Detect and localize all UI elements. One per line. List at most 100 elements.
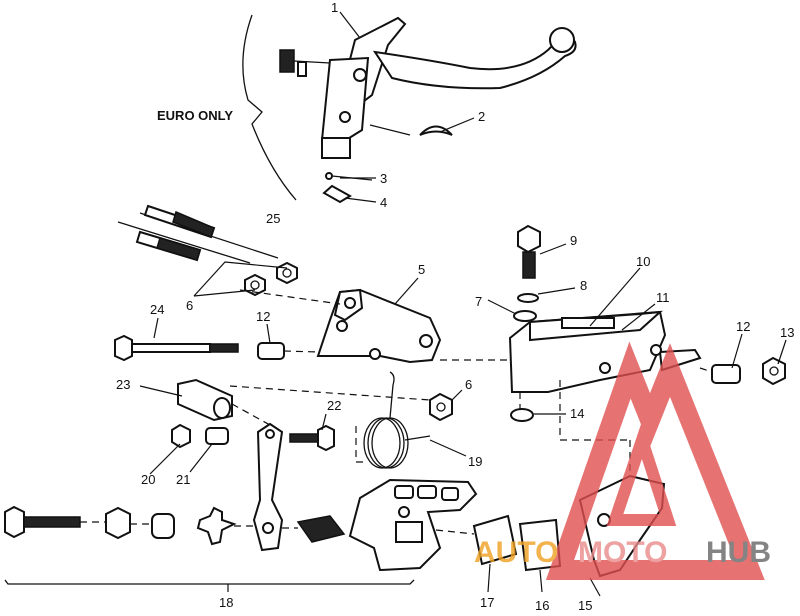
torsion-spring bbox=[355, 371, 453, 469]
lower-left-hardware bbox=[171, 378, 431, 552]
shaft-gear bbox=[296, 515, 346, 543]
lead-11 bbox=[621, 303, 656, 331]
spring-coil-3 bbox=[371, 417, 409, 469]
bracket-hole-bottom bbox=[369, 348, 381, 360]
lead-6b bbox=[451, 389, 463, 401]
cable-nut-upper bbox=[276, 261, 298, 285]
callout-3: 3 bbox=[380, 171, 387, 186]
callout-10: 10 bbox=[636, 254, 650, 269]
euro-bracket bbox=[242, 14, 297, 201]
right-hardware bbox=[699, 356, 786, 386]
lever-ball-end bbox=[549, 27, 575, 53]
throttle-arm bbox=[252, 422, 284, 552]
bolt-9-thread bbox=[522, 251, 536, 279]
cable-spring-upper bbox=[172, 210, 215, 238]
screw-22-head bbox=[317, 424, 335, 452]
nut-13 bbox=[762, 356, 786, 386]
shaft-bolt-thread bbox=[23, 516, 81, 528]
throttle-arm-hole-top bbox=[265, 429, 275, 439]
callout-1: 1 bbox=[331, 0, 338, 15]
shaft-star-washer bbox=[196, 506, 237, 546]
throttle-arm-hole-bottom bbox=[262, 522, 274, 534]
watermark-word-hub: HUB bbox=[706, 536, 771, 569]
lead-12a bbox=[266, 323, 271, 344]
lead-21 bbox=[189, 443, 213, 473]
spring-coil-1 bbox=[363, 417, 401, 469]
screw-22-thread bbox=[289, 433, 319, 443]
switch-window-1 bbox=[394, 485, 414, 499]
leader-lines bbox=[139, 11, 787, 597]
housing-front-hole bbox=[599, 362, 611, 374]
callout-24: 24 bbox=[150, 302, 164, 317]
spacer-21 bbox=[205, 427, 229, 445]
lead-13 bbox=[777, 339, 787, 365]
watermark-inner-triangle bbox=[606, 420, 677, 526]
lead-25 bbox=[193, 261, 288, 297]
throttle-cables bbox=[117, 204, 298, 297]
lead-24 bbox=[153, 317, 159, 339]
lead-2 bbox=[369, 124, 411, 136]
lead-7 bbox=[487, 299, 517, 315]
callout-numbers: 1 2 3 4 5 6 6 7 8 9 10 11 12 12 13 14 15… bbox=[116, 0, 794, 613]
bolt-24-shank bbox=[131, 343, 211, 353]
switch-hole bbox=[398, 506, 410, 518]
spacer-12-right bbox=[711, 364, 741, 384]
callout-18: 18 bbox=[219, 595, 233, 610]
lead-10 bbox=[589, 267, 641, 327]
watermark-word-moto: MOTO bbox=[578, 536, 667, 569]
cable-nut-upper-hole bbox=[282, 268, 292, 278]
hand-lever-assembly: EURO ONLY bbox=[157, 14, 577, 204]
bolt-24-thread bbox=[209, 343, 239, 353]
lead-9 bbox=[539, 243, 567, 255]
lead-23 bbox=[139, 385, 183, 397]
nut-6-lower-hole bbox=[436, 402, 446, 412]
watermark-word-auto: AUTO bbox=[474, 536, 558, 569]
axis-23-top bbox=[229, 385, 431, 401]
spring-axis bbox=[355, 426, 366, 463]
throttle-bracket bbox=[114, 288, 442, 364]
lead-16 bbox=[539, 569, 543, 593]
spacer-12-left bbox=[257, 342, 285, 360]
callout-4: 4 bbox=[380, 195, 387, 210]
cable-end-23-face bbox=[213, 397, 231, 419]
adjuster-nut bbox=[297, 61, 307, 77]
callout-6a: 6 bbox=[186, 298, 193, 313]
washer-14 bbox=[510, 408, 534, 422]
lead-5 bbox=[394, 277, 419, 305]
callout-15: 15 bbox=[578, 598, 592, 613]
spring-arm-up bbox=[389, 371, 395, 419]
callout-5: 5 bbox=[418, 262, 425, 277]
bracket-hole-top bbox=[344, 297, 356, 309]
axis-23 bbox=[231, 403, 271, 426]
callout-9: 9 bbox=[570, 233, 577, 248]
callout-22: 22 bbox=[327, 398, 341, 413]
lever-pivot bbox=[353, 68, 367, 82]
spring-coil-2 bbox=[367, 417, 405, 469]
switch-window-2 bbox=[417, 485, 437, 499]
callout-19: 19 bbox=[468, 454, 482, 469]
switch-box bbox=[395, 521, 423, 543]
bolt-9-head bbox=[517, 224, 541, 254]
lever-bolt-hole bbox=[339, 111, 351, 123]
callout-13: 13 bbox=[780, 325, 794, 340]
nut-6-lower bbox=[429, 392, 453, 422]
axis-right bbox=[699, 367, 713, 373]
cable-nut-lower-hole bbox=[250, 280, 260, 290]
callout-12a: 12 bbox=[256, 309, 270, 324]
pad-17 bbox=[472, 514, 518, 566]
lead-22 bbox=[321, 413, 327, 431]
callout-14: 14 bbox=[570, 406, 584, 421]
shaft-nut-1 bbox=[105, 506, 131, 540]
lead-20 bbox=[149, 443, 181, 475]
section-label-euro-only: EURO ONLY bbox=[157, 108, 233, 123]
shaft-bolt-head bbox=[4, 505, 25, 539]
adjuster-knob bbox=[279, 49, 295, 73]
lead-17 bbox=[487, 563, 491, 593]
clip-part bbox=[322, 184, 352, 204]
lead-4 bbox=[344, 197, 377, 203]
bracket-18 bbox=[4, 579, 415, 585]
washer-8 bbox=[517, 293, 539, 303]
callout-2: 2 bbox=[478, 109, 485, 124]
lead-15 bbox=[589, 577, 601, 597]
